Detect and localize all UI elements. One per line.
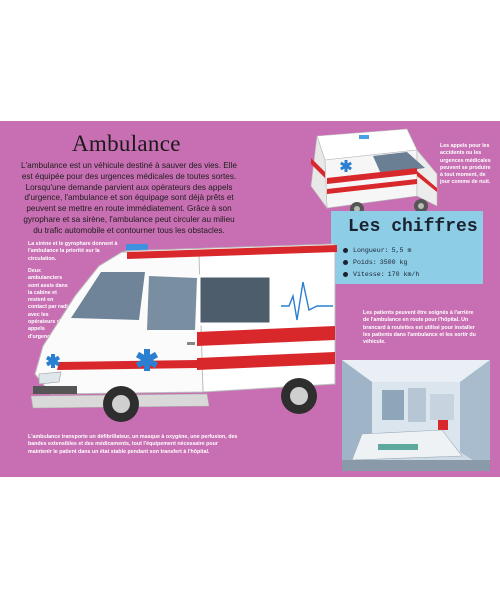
ambulance-interior-photo xyxy=(342,360,490,471)
bullet-icon xyxy=(343,247,348,253)
stats-title: Les chiffres xyxy=(348,217,478,237)
book-spread: Ambulance L'ambulance est un véhicule de… xyxy=(0,121,500,477)
equipment-note: L'ambulance transporte un défibrillateur… xyxy=(28,434,238,455)
stats-list: Longueur:5,5 m Poids:3500 kg Vitesse:170… xyxy=(343,245,419,281)
paper-ambulance-model xyxy=(310,128,438,216)
calls-note: Les appels pour les accidents ou les urg… xyxy=(440,143,491,186)
star-of-life-icon xyxy=(340,160,352,172)
stats-panel: Les chiffres Longueur:5,5 m Poids:3500 k… xyxy=(331,211,483,284)
stat-weight: Poids:3500 kg xyxy=(343,257,419,269)
stat-speed: Vitesse:170 km/h xyxy=(343,269,419,281)
page-title: Ambulance xyxy=(72,131,181,156)
star-of-life-icon xyxy=(45,354,61,368)
bullet-icon xyxy=(343,259,348,265)
bullet-icon xyxy=(343,271,348,277)
star-of-life-icon xyxy=(135,349,159,371)
siren-note: La sirène et le gyrophare donnent à l'am… xyxy=(28,241,118,262)
ambulance-illustration xyxy=(30,243,337,422)
stat-length: Longueur:5,5 m xyxy=(343,245,419,257)
patients-note: Les patients peuvent être soignés à l'ar… xyxy=(363,310,476,346)
intro-paragraph: L'ambulance est un véhicule destiné à sa… xyxy=(21,161,237,235)
crew-note: Deux ambulanciers sont assis dans la cab… xyxy=(28,268,71,340)
siren-light-icon xyxy=(126,244,148,251)
